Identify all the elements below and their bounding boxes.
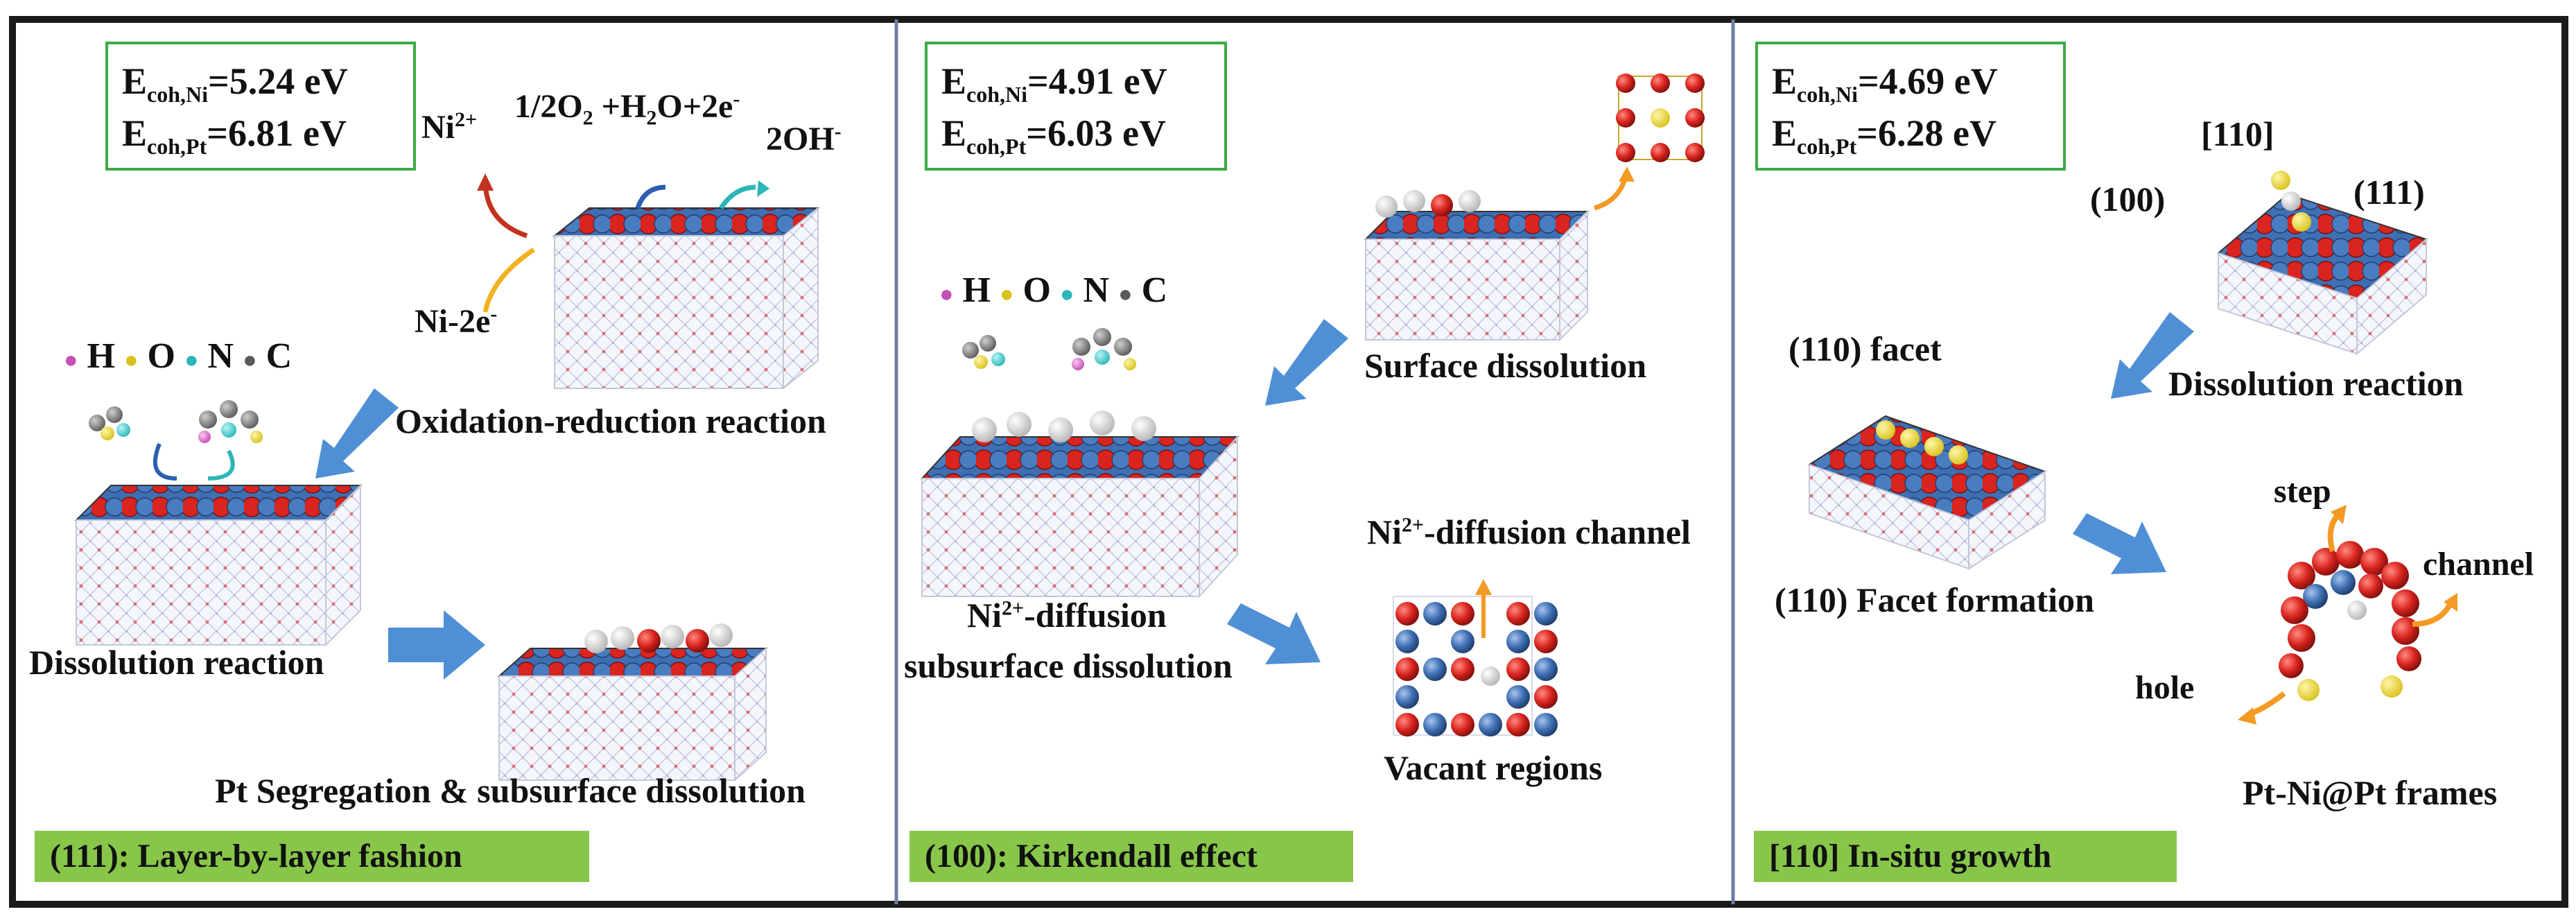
dissolution-label-111: Dissolution reaction [29,643,324,682]
nanocrystal-110-facet [1807,415,2047,570]
ni2-ion-label: Ni2+ [421,108,478,146]
redox-reaction-label: Oxidation-reduction reaction [395,402,826,440]
energy-ni-110: Ecoh,Ni=4.69 eV [1772,60,1998,107]
energy-ni-100: Ecoh,Ni=4.91 eV [941,60,1167,107]
energy-box-110 [1755,42,2066,171]
hydroxide-label: 2OH- [766,120,842,157]
vacant-regions-label: Vacant regions [1384,748,1603,787]
banner-110: [110] In-situ growth [1754,831,2177,882]
arrow-dissolution-to-facet [2111,312,2194,399]
slab-111-dissolution [74,483,363,647]
slab-100-surface [1364,190,1590,342]
slab-111-segregation [497,623,768,782]
figure-frame [9,16,2568,908]
channel-label: channel [2423,546,2534,583]
facet-110-label: (110) facet [1789,329,1942,368]
facet-111-label: (111) [2353,173,2425,212]
arrow-redox-to-dissolution [315,388,399,478]
slab-100-subsurface [920,411,1239,598]
banner-100: (100): Kirkendall effect [910,831,1353,882]
diffusion-label-line1: Ni2+-diffusion [967,596,1167,635]
pt-ni-frame-structure [2279,541,2421,701]
facet-100-label: (100) [2090,180,2166,218]
molecule-cluster-1 [89,400,263,443]
energy-pt-111: Ecoh,Pt=6.81 eV [122,112,347,159]
nanocrystal-top [2216,171,2428,356]
facet-formation-label: (110) Facet formation [1775,580,2094,619]
slab-111-redox [552,206,820,390]
arrow-surface-to-subsurface [1265,319,1348,406]
arrow-subsurface-to-vacant [1227,603,1321,664]
direction-110-label: [110] [2201,114,2274,153]
diffusion-label-line2: subsurface dissolution [904,646,1233,685]
energy-ni-111: Ecoh,Ni=5.24 eV [122,60,348,107]
crystal-cell-100 [1616,74,1705,162]
diffusion-channel-label: Ni2+-diffusion channel [1367,512,1691,551]
molecule-cluster-2 [962,328,1136,370]
pt-ni-frames-label: Pt-Ni@Pt frames [2243,773,2498,812]
oxygen-reduction-equation: 1/2O2 +H2O+2e- [514,87,740,130]
step-label: step [2274,473,2331,510]
arrow-facet-to-frame [2073,513,2166,574]
vacant-regions-structure [1393,596,1558,736]
ni-oxidation-label: Ni-2e- [415,302,498,340]
hole-label: hole [2135,669,2195,706]
dissolution-label-110: Dissolution reaction [2168,364,2464,403]
segregation-label: Pt Segregation & subsurface dissolution [215,771,806,810]
surface-dissolution-label: Surface dissolution [1364,346,1647,385]
energy-pt-110: Ecoh,Pt=6.28 eV [1772,112,1996,159]
arrow-dissolution-to-segregation [388,610,485,680]
energy-pt-100: Ecoh,Pt=6.03 eV [941,112,1166,159]
energy-box-111 [105,42,416,171]
legend-1: ● H ● O ● N ● C [64,336,293,376]
legend-2: ● H ● O ● N ● C [939,270,1168,310]
banner-111: (111): Layer-by-layer fashion [35,831,589,882]
arrow-ni-in [482,248,535,313]
energy-box-100 [925,42,1227,171]
